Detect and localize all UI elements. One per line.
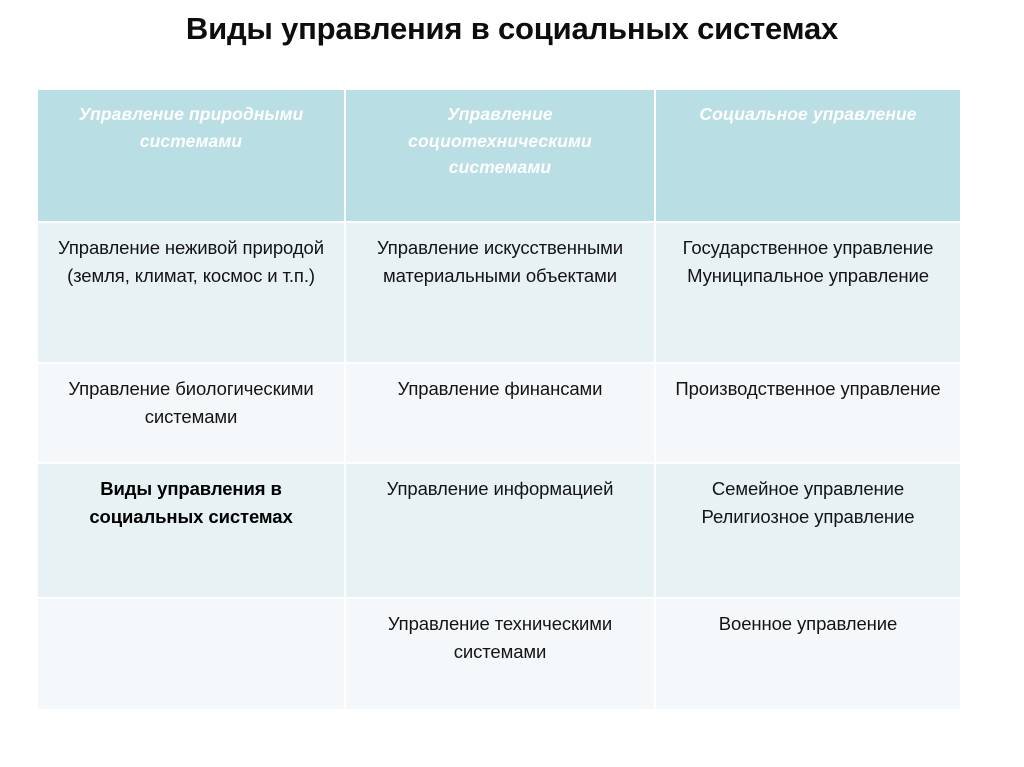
page-title: Виды управления в социальных системах [185,11,839,46]
table-header: Управление природными системами Управлен… [38,90,960,223]
table-row: Виды управления в социальных системах Уп… [38,463,960,599]
cell-social-1: Государственное управление Муниципальное… [655,222,960,364]
cell-sociotechnical-4: Управление техническими системами [345,598,656,711]
cell-social-3: Семейное управление Религиозное управлен… [655,463,960,599]
column-header-social-management: Социальное управление [655,90,960,223]
table-row: Управление биологическими системами Упра… [38,363,960,464]
cell-natural-2: Управление биологическими системами [38,363,346,464]
cell-social-4: Военное управление [655,598,960,711]
table-body: Управление неживой природой (земля, клим… [38,222,960,711]
cell-natural-4 [38,598,346,711]
cell-social-2: Производственное управление [655,363,960,464]
column-header-natural-systems: Управление природными системами [38,90,346,223]
table-header-row: Управление природными системами Управлен… [38,90,960,223]
cell-sociotechnical-3: Управление информацией [345,463,656,599]
cell-natural-3: Виды управления в социальных системах [38,463,346,599]
table-row: Управление неживой природой (земля, клим… [38,222,960,364]
column-header-sociotechnical-systems: Управление социотехническими системами [345,90,656,223]
cell-natural-1: Управление неживой природой (земля, клим… [38,222,346,364]
cell-sociotechnical-2: Управление финансами [345,363,656,464]
comparison-table-container: Управление природными системами Управлен… [38,90,960,711]
comparison-table: Управление природными системами Управлен… [38,90,960,711]
table-row: Управление техническими системами Военно… [38,598,960,711]
cell-sociotechnical-1: Управление искусственными материальными … [345,222,656,364]
